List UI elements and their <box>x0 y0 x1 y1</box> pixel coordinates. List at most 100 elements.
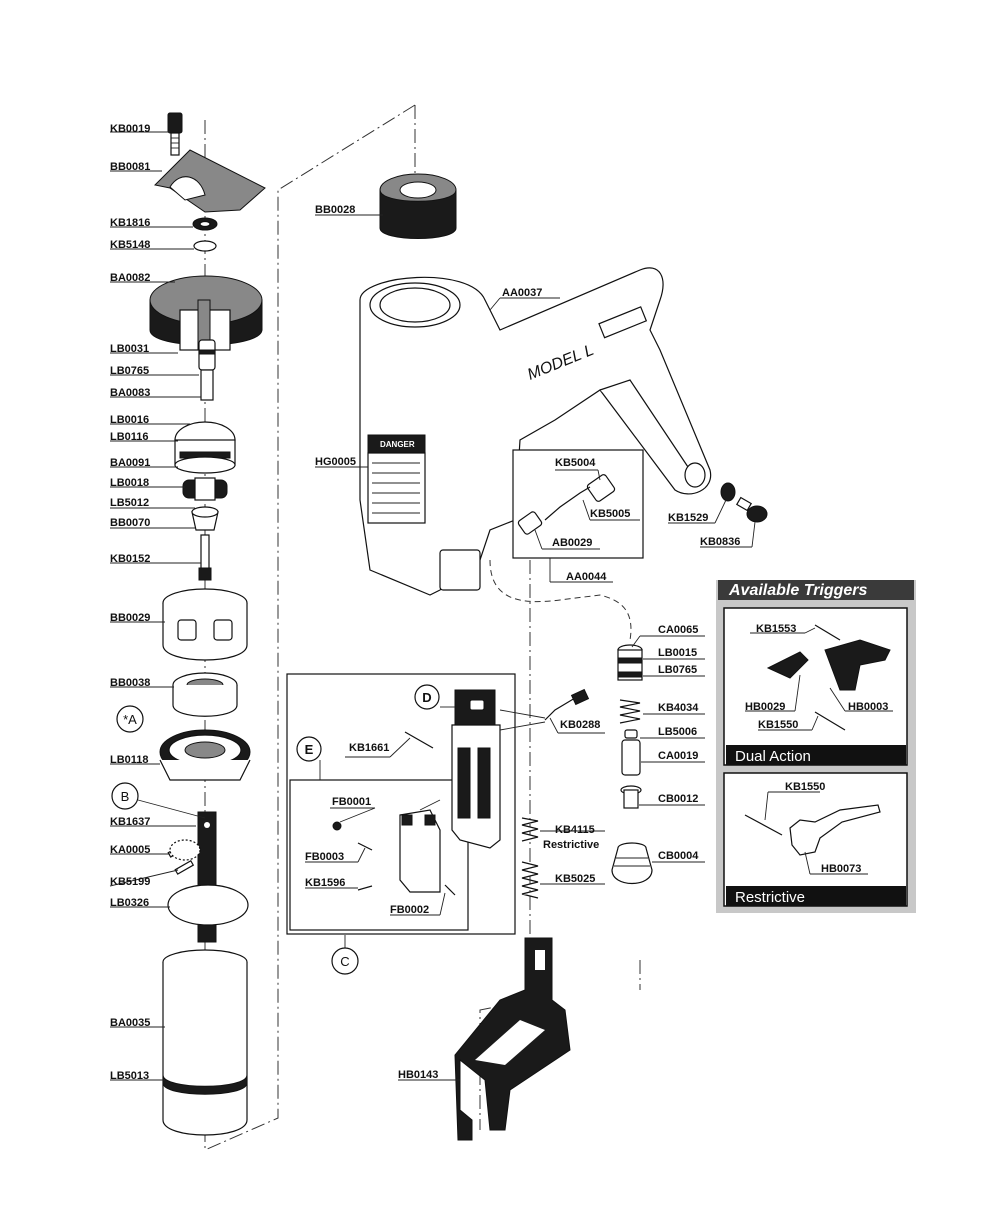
part-d-latch <box>451 689 501 849</box>
part-kb0152 <box>198 534 212 581</box>
part-labels: KB0019 BB0081 KB1816 KB5148 BA0082 LB003… <box>110 123 740 1082</box>
label-fb0002: FB0002 <box>390 904 429 916</box>
label-lb0765-right: LB0765 <box>658 664 697 676</box>
part-ba0091 <box>174 421 236 474</box>
label-lb0765: LB0765 <box>110 365 149 377</box>
callout-d: D <box>422 690 431 705</box>
callout-circles: *A B C D E <box>111 684 440 975</box>
label-lb0015: LB0015 <box>658 647 697 659</box>
callout-a: *A <box>123 712 137 727</box>
label-ca0019: CA0019 <box>658 750 698 762</box>
label-lb5012: LB5012 <box>110 497 149 509</box>
label-bb0029: BB0029 <box>110 612 150 624</box>
label-ba0035: BA0035 <box>110 1017 150 1029</box>
label-ba0082: BA0082 <box>110 272 150 284</box>
label-aa0037: AA0037 <box>502 287 542 299</box>
label-kb0019: KB0019 <box>110 123 150 135</box>
part-ba0035 <box>162 949 248 1136</box>
label-kb1596: KB1596 <box>305 877 345 889</box>
label-hg0005: HG0005 <box>315 456 356 468</box>
label-restrictive-note: Restrictive <box>543 839 599 851</box>
triggers-panel-title: Available Triggers <box>728 582 868 599</box>
part-ba0083 <box>198 339 216 401</box>
label-fb0001: FB0001 <box>332 796 371 808</box>
label-lb0031: LB0031 <box>110 343 149 355</box>
label-ba0091: BA0091 <box>110 457 150 469</box>
label-kb5005: KB5005 <box>590 508 630 520</box>
part-lb0326 <box>167 884 249 926</box>
label-kb1661: KB1661 <box>349 742 389 754</box>
label-kb1553: KB1553 <box>756 623 796 635</box>
callout-b: B <box>121 789 130 804</box>
available-triggers-panel: Available Triggers Dual Action KB1553 HB… <box>716 580 916 913</box>
label-kb4115: KB4115 <box>555 824 595 836</box>
part-lb0118 <box>159 729 251 781</box>
restrictive-caption: Restrictive <box>735 889 805 906</box>
label-ab0029: AB0029 <box>552 537 592 549</box>
label-lb0116: LB0116 <box>110 431 149 443</box>
part-cb0004 <box>611 842 653 884</box>
label-kb4034: KB4034 <box>658 702 699 714</box>
label-hb0003: HB0003 <box>848 701 888 713</box>
part-bb0029 <box>162 588 248 661</box>
label-lb5013: LB5013 <box>110 1070 149 1082</box>
middle-parts <box>454 688 590 1141</box>
label-kb5199: KB5199 <box>110 876 150 888</box>
dual-action-caption: Dual Action <box>735 748 811 765</box>
part-ba0082 <box>149 275 263 351</box>
part-kb1529 <box>720 482 736 502</box>
part-bb0070 <box>191 506 219 531</box>
label-lb0118: LB0118 <box>110 754 149 766</box>
part-cb0012 <box>620 785 642 809</box>
label-lb0018: LB0018 <box>110 477 149 489</box>
label-lb0326: LB0326 <box>110 897 149 909</box>
label-ca0065: CA0065 <box>658 624 698 636</box>
danger-label: DANGER <box>367 434 426 524</box>
part-ka0005 <box>167 839 201 875</box>
part-hb0143 <box>454 937 571 1141</box>
part-kb0836 <box>735 496 768 523</box>
part-bb0038 <box>172 672 238 717</box>
label-hb0029: HB0029 <box>745 701 785 713</box>
label-bb0070: BB0070 <box>110 517 150 529</box>
part-kb5025 <box>521 861 539 899</box>
part-kb4034 <box>619 699 641 724</box>
label-lb0016: LB0016 <box>110 414 149 426</box>
tool-body: MODEL L DANGER <box>359 173 768 596</box>
label-kb0836: KB0836 <box>700 536 740 548</box>
label-kb0152: KB0152 <box>110 553 150 565</box>
part-kb5148 <box>193 240 217 252</box>
part-e-plate <box>399 809 441 893</box>
label-lb5006: LB5006 <box>658 726 697 738</box>
part-kb0019 <box>167 112 183 156</box>
label-kb5148: KB5148 <box>110 239 150 251</box>
label-ba0083: BA0083 <box>110 387 150 399</box>
label-kb1550-dual: KB1550 <box>758 719 798 731</box>
label-aa0044: AA0044 <box>566 571 607 583</box>
trigger-valve-stack <box>611 644 653 884</box>
label-bb0028: BB0028 <box>315 204 355 216</box>
part-kb0288 <box>544 688 590 721</box>
label-kb1529: KB1529 <box>668 512 708 524</box>
inset-box-c <box>286 673 516 935</box>
part-ca0065 <box>617 644 643 681</box>
label-hb0143: HB0143 <box>398 1069 438 1081</box>
part-aa0044-valve <box>512 449 644 559</box>
label-kb1550-restrictive: KB1550 <box>785 781 825 793</box>
label-bb0038: BB0038 <box>110 677 150 689</box>
part-bb0081 <box>153 149 266 213</box>
left-column-parts <box>149 112 266 1136</box>
assembly-centerlines <box>204 104 641 1151</box>
part-kb4115 <box>521 817 539 842</box>
svg-text:DANGER: DANGER <box>380 440 415 449</box>
label-cb0004: CB0004 <box>658 850 699 862</box>
label-ka0005: KA0005 <box>110 844 150 856</box>
label-kb1816: KB1816 <box>110 217 150 229</box>
part-lb5006 <box>624 729 638 739</box>
leader-lines <box>109 131 756 1081</box>
callout-c: C <box>340 954 349 969</box>
label-fb0003: FB0003 <box>305 851 344 863</box>
part-ca0019 <box>621 739 641 776</box>
label-kb5025: KB5025 <box>555 873 595 885</box>
